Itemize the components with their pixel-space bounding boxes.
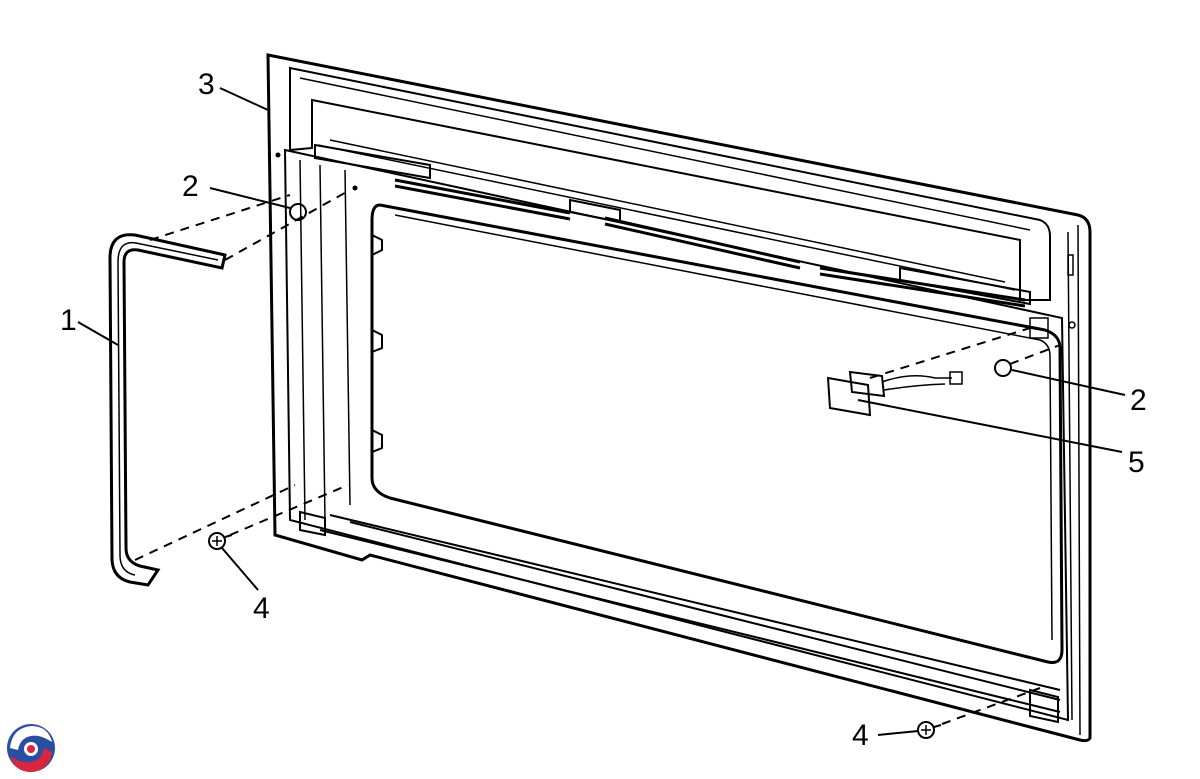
rail-bracket <box>314 143 1031 306</box>
bottom-tab-left <box>299 510 326 537</box>
window-inner-lip <box>394 214 1053 641</box>
callout-screw-right: 4 <box>852 719 869 752</box>
top-channel-inner <box>299 77 1031 291</box>
gasket-body <box>108 233 227 587</box>
window-notches <box>371 234 383 453</box>
leader-4-right <box>877 730 919 736</box>
frame-inner-edge <box>283 148 1070 722</box>
assembly-lines <box>134 189 1061 725</box>
hole-plug-top <box>289 203 307 221</box>
frame-hole-2 <box>1068 321 1076 329</box>
brand-swirl-icon <box>7 724 55 772</box>
dash-plug-right <box>1009 344 1061 365</box>
switch-wire <box>881 375 952 391</box>
dash-switch <box>869 327 1031 379</box>
leader-2-top <box>209 187 291 209</box>
screw-right-shank <box>933 724 942 728</box>
callout-screw-left: 4 <box>253 592 270 625</box>
screw-right <box>917 721 942 739</box>
leader-lines <box>77 87 1126 736</box>
leader-1 <box>77 321 119 346</box>
switch-connector <box>949 371 963 385</box>
leader-2-right <box>1011 369 1126 396</box>
right-channel <box>1067 224 1081 736</box>
callout-plug-top: 2 <box>182 170 199 203</box>
leader-4-left <box>221 547 259 591</box>
screw-left-cross <box>212 536 222 546</box>
dash-gasket-top-2 <box>224 189 351 261</box>
screw-right-cross <box>921 725 931 735</box>
screw-left <box>208 532 233 550</box>
gasket-inner <box>117 241 219 576</box>
callout-switch: 5 <box>1128 446 1145 479</box>
frame-outline <box>266 53 1092 743</box>
frame-slot-right <box>1067 254 1074 276</box>
screw-right-head <box>917 721 935 739</box>
left-channel <box>299 159 351 521</box>
switch-body <box>826 376 872 417</box>
window-opening <box>370 203 1064 664</box>
frame-hole-1 <box>275 152 281 158</box>
callout-gasket: 1 <box>60 304 77 337</box>
door-switch <box>826 370 963 417</box>
rail-strip-1 <box>394 178 1026 308</box>
bottom-rail <box>319 514 1061 713</box>
bottom-tab-right <box>1029 688 1059 724</box>
hole-plug-right <box>994 359 1012 377</box>
leader-3 <box>219 87 269 111</box>
door-gasket <box>108 233 227 587</box>
top-channel <box>289 66 1051 301</box>
dash-gasket-bottom-1 <box>134 484 296 561</box>
door-frame <box>266 53 1092 743</box>
switch-housing <box>848 370 886 398</box>
dash-gasket-bottom-2 <box>229 484 349 536</box>
frame-hole-top <box>352 185 358 191</box>
leader-5 <box>857 399 1123 453</box>
callout-door-frame: 3 <box>198 68 215 101</box>
callout-plug-right: 2 <box>1130 384 1147 417</box>
screw-left-head <box>208 532 226 550</box>
dash-screw-right <box>941 687 1041 725</box>
dash-gasket-top-1 <box>149 194 291 241</box>
